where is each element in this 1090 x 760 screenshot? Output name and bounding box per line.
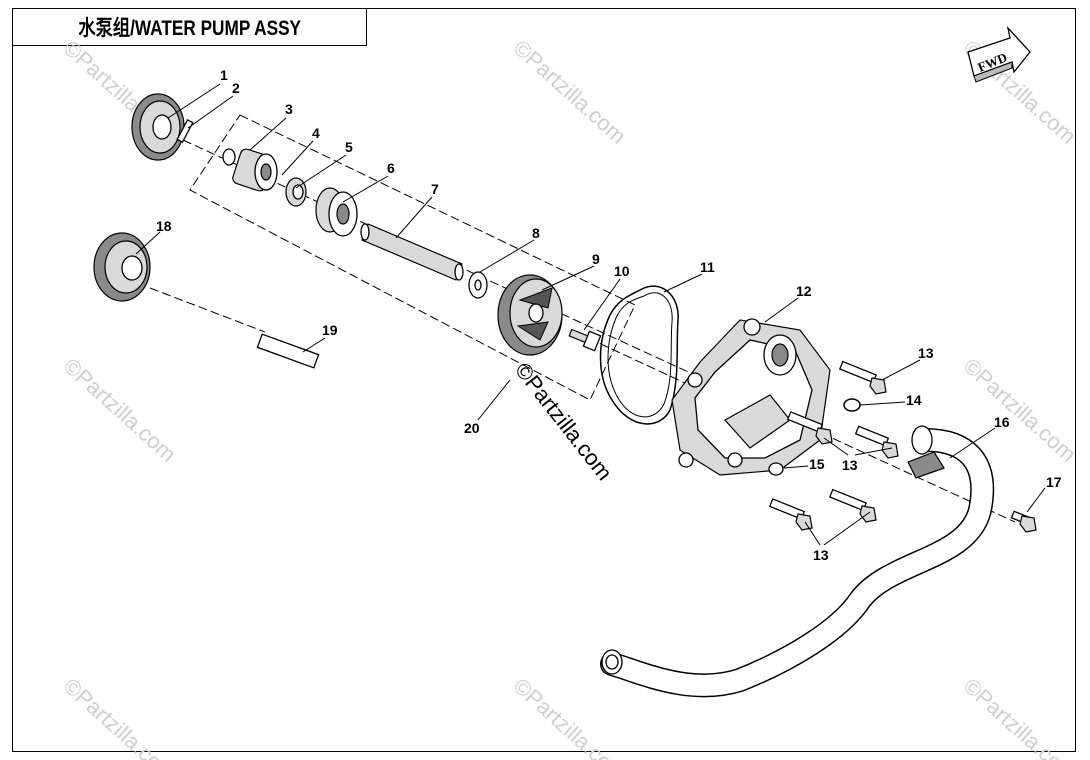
driven-gear — [93, 232, 151, 302]
watermark: ©Partzilla.com — [509, 35, 631, 149]
watermark: ©Partzilla.com — [959, 673, 1081, 760]
watermark: ©Partzilla.com — [59, 673, 181, 760]
watermark-main: ©Partzilla.com — [510, 358, 617, 485]
callout-13b: 13 — [842, 457, 858, 473]
watermarks: ©Partzilla.com ©Partzilla.com ©Partzilla… — [59, 35, 1081, 760]
washer — [768, 462, 784, 476]
centerline — [149, 287, 266, 333]
centerline — [587, 337, 701, 391]
cover-bolt — [854, 425, 899, 459]
drive-gear — [131, 93, 185, 161]
washer-hole — [474, 279, 482, 291]
centerline — [182, 139, 1016, 523]
pump-shaft — [360, 223, 464, 281]
callout-18: 18 — [156, 218, 172, 234]
callout-14: 14 — [906, 392, 922, 408]
callout-9: 9 — [592, 251, 600, 267]
cover-bolt — [786, 411, 833, 445]
pump-cover — [671, 318, 831, 476]
callout-1: 1 — [220, 67, 228, 83]
bearing — [232, 148, 278, 192]
callout-10: 10 — [614, 263, 630, 279]
cover-bolt — [838, 360, 887, 395]
watermark: ©Partzilla.com — [509, 673, 631, 760]
gasket-inner — [607, 292, 673, 418]
callout-8: 8 — [532, 225, 540, 241]
drawing-frame — [12, 8, 1076, 752]
gasket — [599, 285, 679, 425]
seal — [285, 177, 307, 207]
watermark: ©Partzilla.com — [59, 353, 181, 467]
mechanical-seal — [315, 187, 358, 237]
callout-3: 3 — [285, 101, 293, 117]
callouts: 1 2 3 4 5 6 7 8 9 10 11 12 13 14 15 13 1… — [156, 67, 1062, 563]
callout-5: 5 — [345, 139, 353, 155]
callout-2: 2 — [232, 80, 240, 96]
dowel-pin — [256, 333, 320, 369]
callout-12: 12 — [796, 283, 812, 299]
callout-15: 15 — [809, 456, 825, 472]
impeller-bolt — [568, 328, 602, 352]
impeller — [497, 274, 563, 356]
cover-bolt — [828, 488, 877, 523]
callout-4: 4 — [312, 125, 320, 141]
callout-6: 6 — [387, 160, 395, 176]
cover-bolt — [768, 498, 813, 531]
callout-13a: 13 — [918, 345, 934, 361]
assembly-outline — [189, 114, 636, 401]
o-ring — [843, 398, 861, 412]
washer — [222, 148, 236, 166]
callout-11: 11 — [700, 259, 715, 275]
leader-lines — [135, 83, 1046, 546]
callout-17: 17 — [1046, 474, 1062, 490]
callout-16: 16 — [994, 414, 1010, 430]
fwd-arrow-icon: FWD — [967, 25, 1031, 83]
callout-7: 7 — [431, 181, 439, 197]
pin — [176, 119, 194, 143]
callout-13c: 13 — [813, 547, 829, 563]
diagram-title: 水泵组/WATER PUMP ASSY — [78, 17, 301, 40]
title-box: 水泵组/WATER PUMP ASSY — [12, 8, 367, 46]
callout-19: 19 — [322, 322, 338, 338]
water-pipe — [600, 425, 995, 698]
pipe-bolt — [1010, 510, 1037, 533]
callout-20: 20 — [464, 420, 480, 436]
